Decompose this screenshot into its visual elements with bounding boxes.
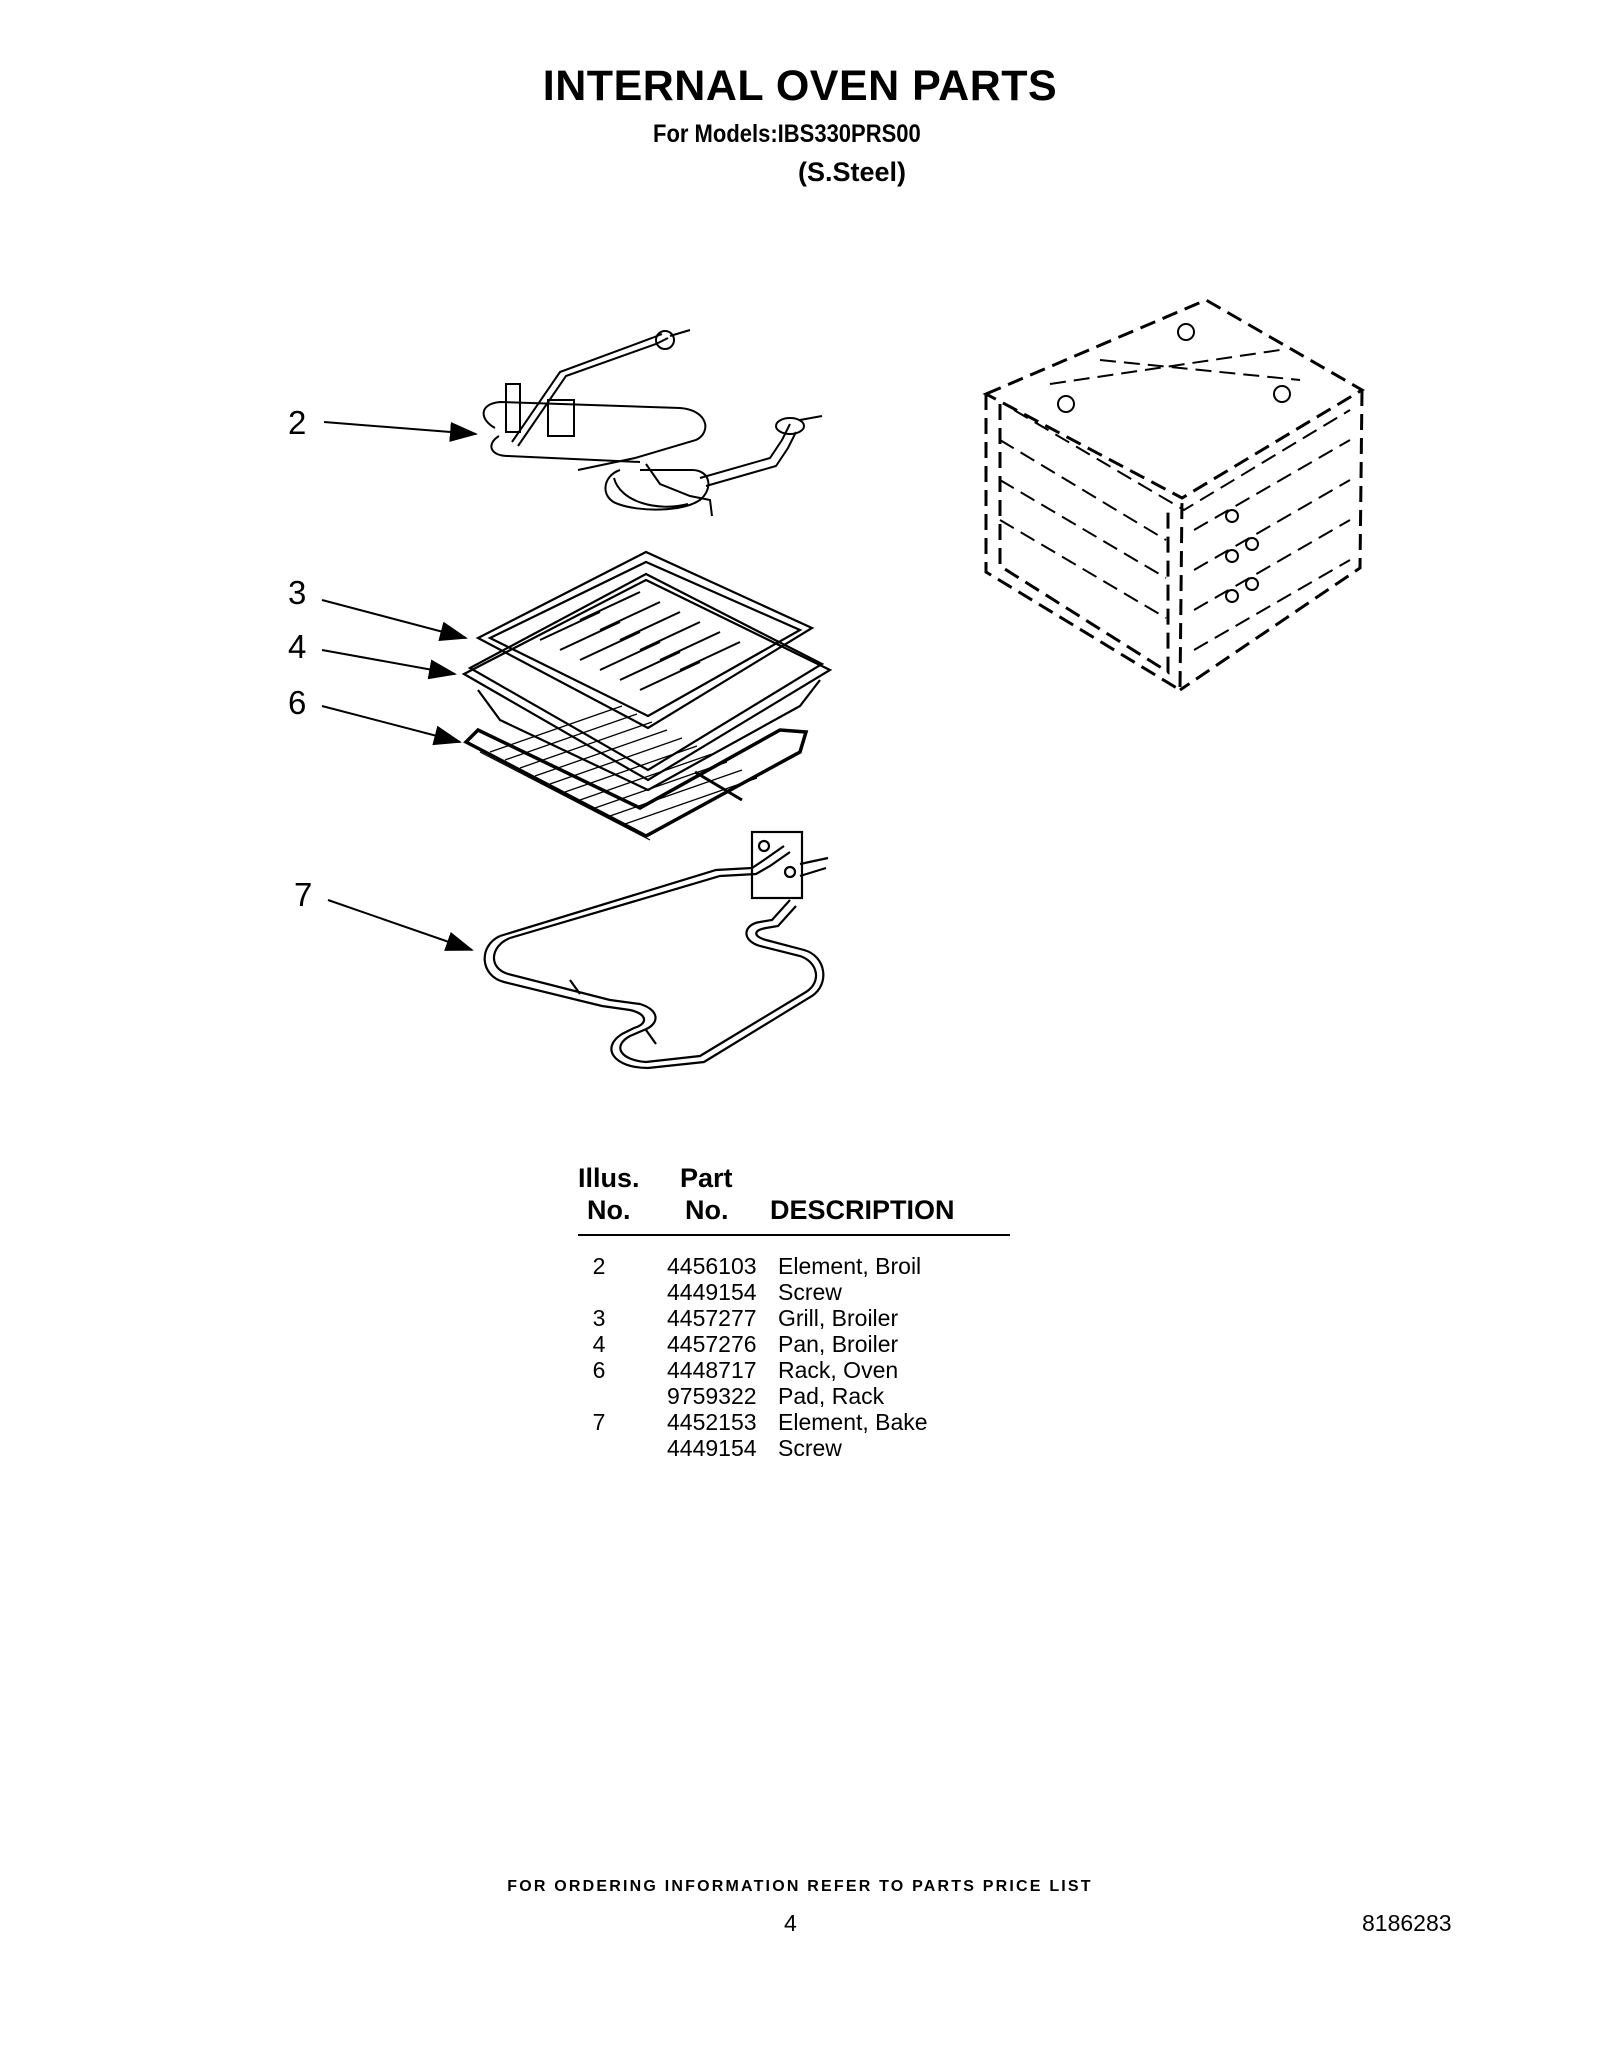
illus-no: 2 xyxy=(592,1253,606,1279)
col-header-illus-2: No. xyxy=(587,1195,631,1225)
header-rule xyxy=(578,1234,1010,1236)
callout-label: 4 xyxy=(288,628,307,665)
page-number: 4 xyxy=(784,1910,797,1936)
callout-arrow-4 xyxy=(321,649,457,680)
illus-no: 4 xyxy=(592,1331,606,1357)
callout-arrow-7 xyxy=(327,899,474,951)
callout-arrow-6 xyxy=(321,705,462,746)
callout-label: 6 xyxy=(288,684,307,721)
illus-no: 7 xyxy=(592,1409,606,1435)
part-no: 4452153 xyxy=(667,1409,757,1435)
part-description: Rack, Oven xyxy=(778,1357,899,1383)
part-description: Element, Broil xyxy=(778,1253,922,1279)
part-description: Element, Bake xyxy=(778,1409,928,1435)
broil-element xyxy=(482,329,823,517)
document-number: 8186283 xyxy=(1362,1910,1452,1936)
part-description: Screw xyxy=(778,1435,842,1461)
callout-label: 2 xyxy=(288,404,307,441)
part-no: 4448717 xyxy=(667,1357,757,1383)
model-line: For Models:IBS330PRS00 xyxy=(653,120,921,148)
callout-label: 3 xyxy=(288,574,307,611)
part-description: Grill, Broiler xyxy=(778,1305,899,1331)
oven-cavity-phantom xyxy=(982,298,1365,693)
finish-label: (S.Steel) xyxy=(798,157,907,187)
broiler-grill-and-pan xyxy=(461,550,833,792)
oven-cavity-details xyxy=(1057,323,1291,603)
bake-element xyxy=(483,830,829,1070)
page-title: INTERNAL OVEN PARTS xyxy=(542,62,1058,110)
part-no: 4449154 xyxy=(667,1435,757,1461)
exploded-parts-diagram xyxy=(321,298,1365,1070)
part-no: 4456103 xyxy=(667,1253,757,1279)
col-header-description: DESCRIPTION xyxy=(770,1195,955,1225)
illus-no: 6 xyxy=(592,1357,606,1383)
illus-no: 3 xyxy=(592,1305,606,1331)
part-description: Screw xyxy=(778,1279,842,1305)
part-description: Pan, Broiler xyxy=(778,1331,899,1357)
part-no: 4449154 xyxy=(667,1279,757,1305)
callout-arrow-2 xyxy=(323,421,478,442)
part-description: Pad, Rack xyxy=(778,1383,885,1409)
part-no: 4457277 xyxy=(667,1305,757,1331)
ordering-note: FOR ORDERING INFORMATION REFER TO PARTS … xyxy=(507,1878,1093,1895)
col-header-part-2: No. xyxy=(685,1195,729,1225)
col-header-illus-1: Illus. xyxy=(578,1163,640,1193)
grill-slots xyxy=(539,591,741,691)
part-no: 9759322 xyxy=(667,1383,757,1409)
callout-label: 7 xyxy=(294,876,313,913)
part-no: 4457276 xyxy=(667,1331,757,1357)
callout-arrow-3 xyxy=(321,599,468,642)
oven-rack xyxy=(463,727,809,841)
col-header-part-1: Part xyxy=(680,1163,733,1193)
rack-wires xyxy=(489,705,758,825)
